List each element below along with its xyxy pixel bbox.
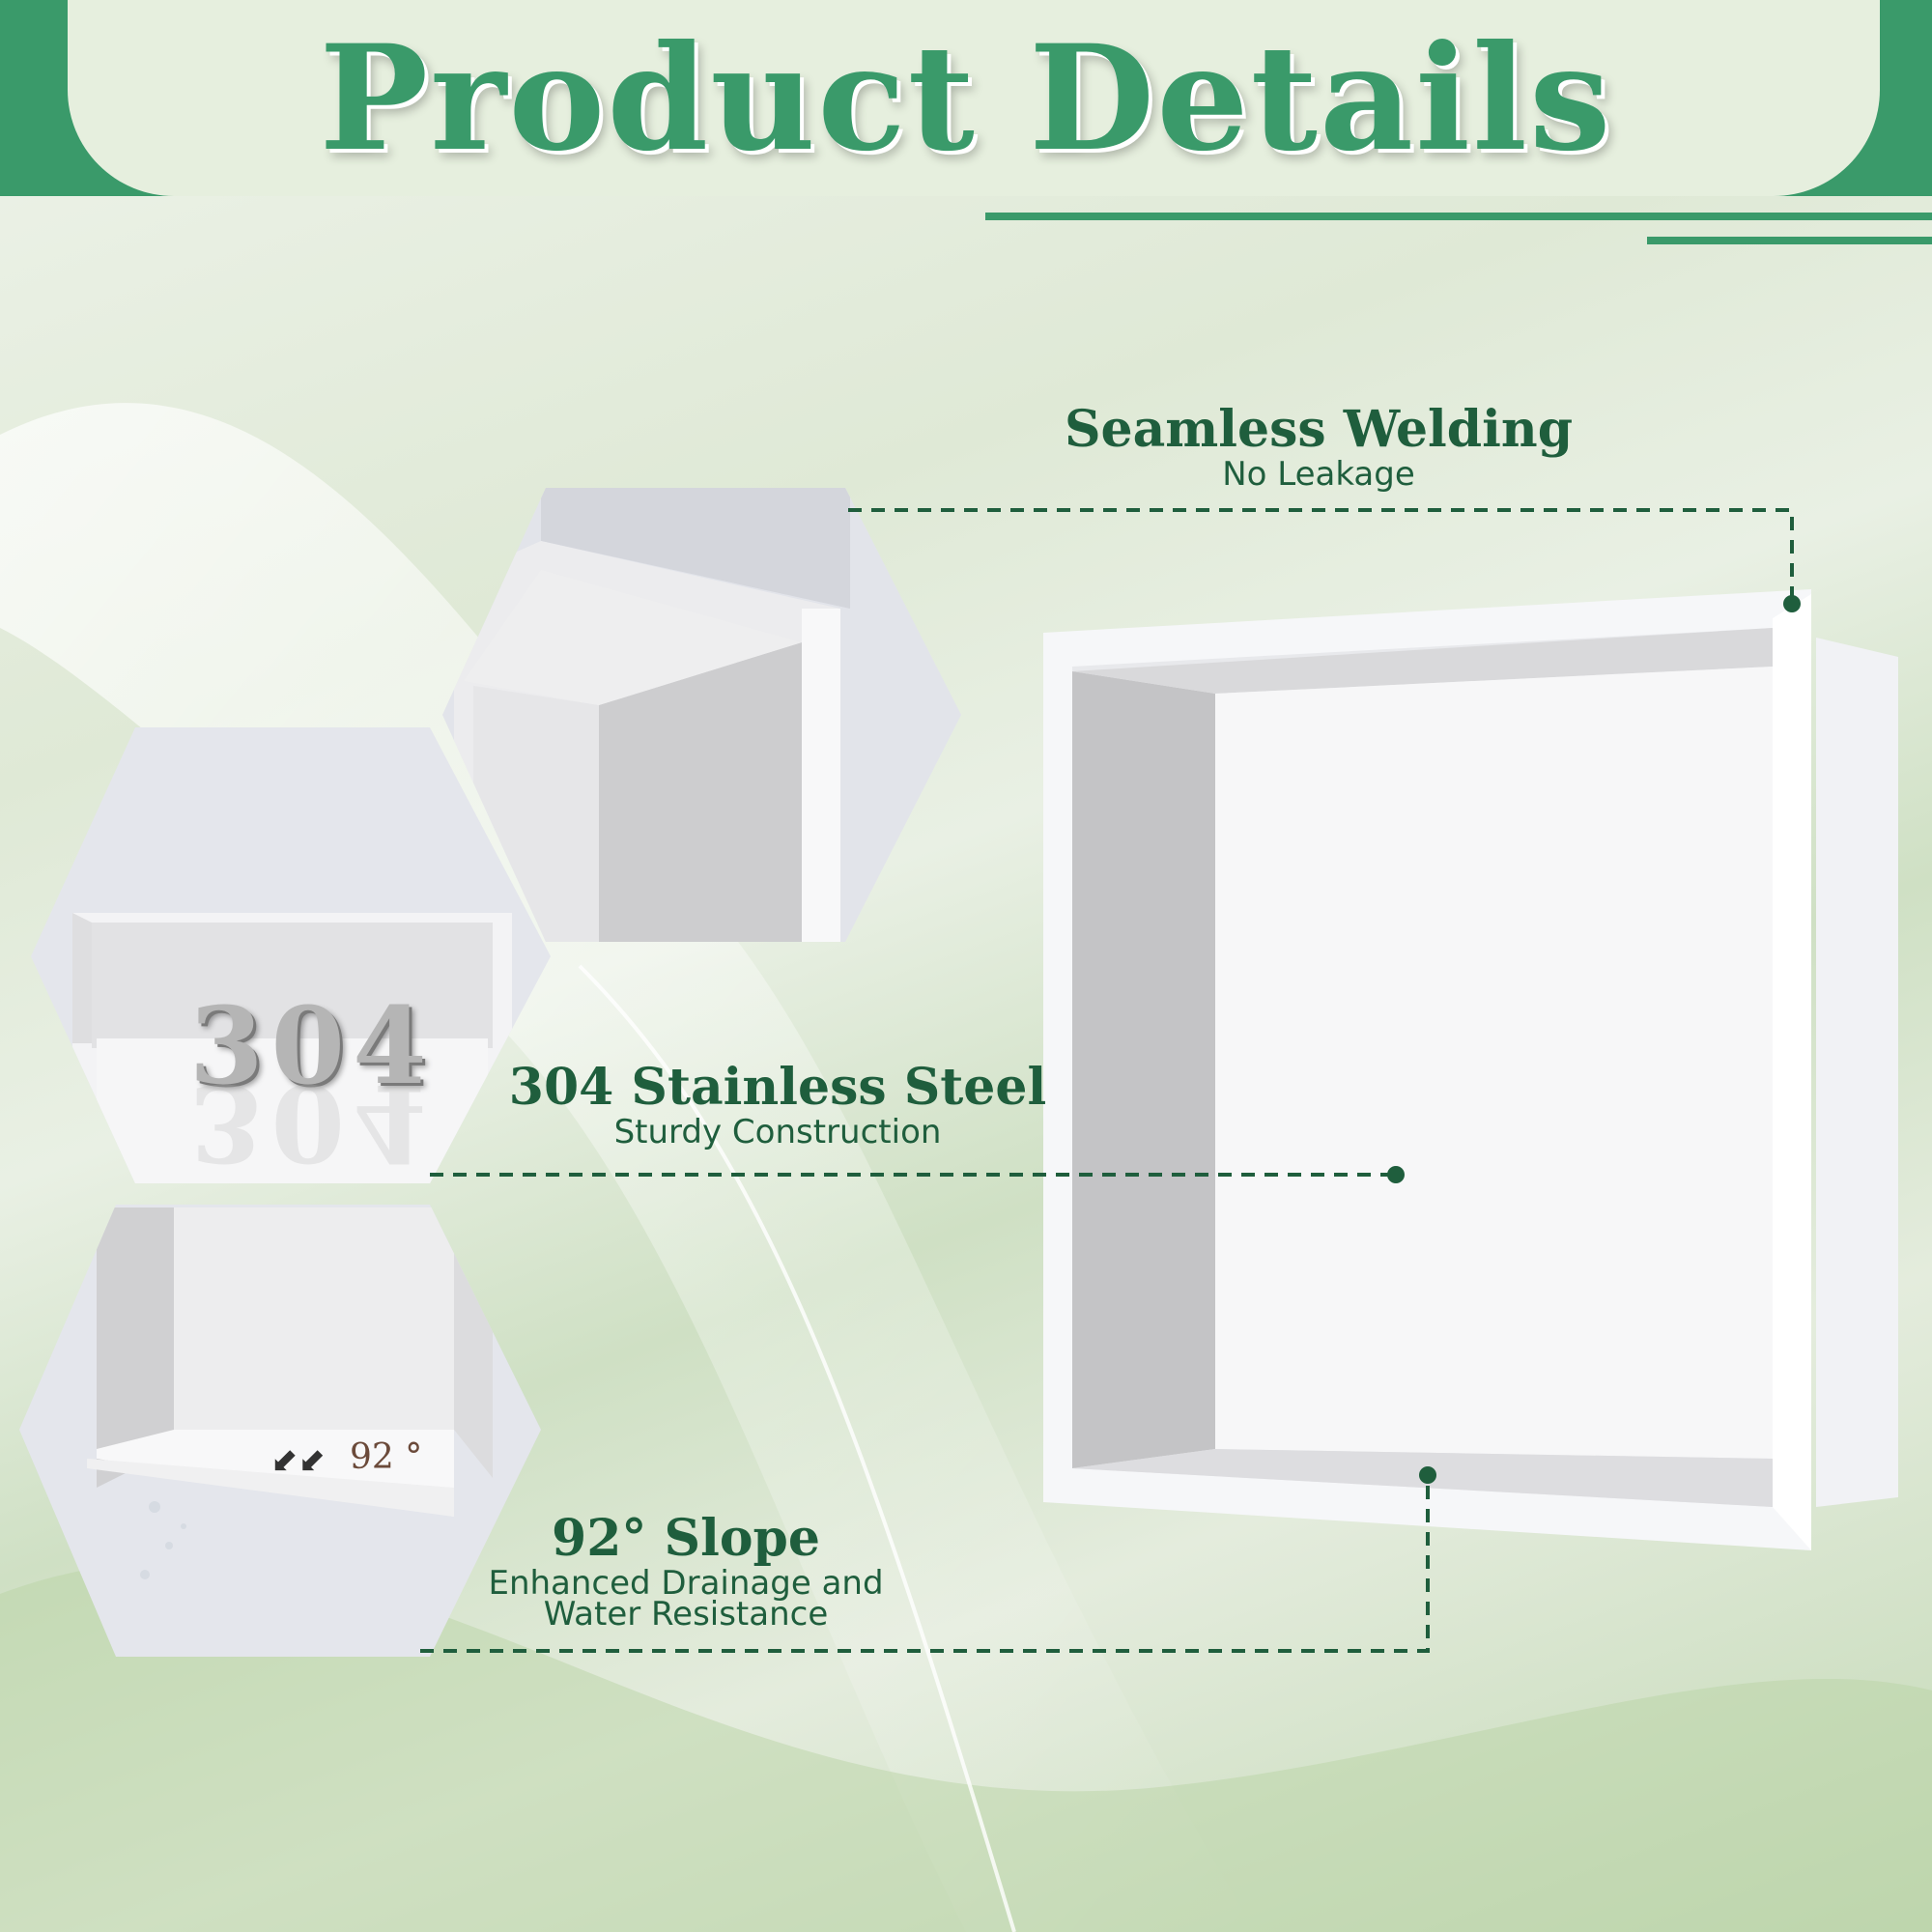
header-rule-short xyxy=(1647,237,1932,244)
leader-dot-welding xyxy=(1783,595,1801,612)
callout-heading: Seamless Welding xyxy=(1064,400,1574,459)
callout-stainless-steel: 304 Stainless Steel Sturdy Construction xyxy=(483,1058,1072,1151)
hexagon-welding-detail xyxy=(442,488,961,942)
callout-seamless-welding: Seamless Welding No Leakage xyxy=(1043,400,1594,494)
leader-dot-slope xyxy=(1419,1466,1436,1484)
leader-lines xyxy=(420,508,1794,1653)
leader-line-welding xyxy=(848,508,1794,604)
callout-heading: 92° Slope xyxy=(552,1509,820,1568)
material-mark-reflection: 304 xyxy=(189,1061,435,1185)
hexagon-304-detail xyxy=(31,727,551,1183)
callout-heading: 304 Stainless Steel xyxy=(508,1058,1047,1117)
page-title: Product Details xyxy=(319,14,1613,184)
callout-subtext: No Leakage xyxy=(1222,455,1415,494)
leader-line-slope xyxy=(420,1475,1430,1653)
callout-slope: 92° Slope Enhanced Drainage and Water Re… xyxy=(454,1509,918,1634)
callout-subtext-line2: Water Resistance xyxy=(543,1595,829,1634)
shower-niche-image xyxy=(1043,589,1898,1550)
callout-subtext: Sturdy Construction xyxy=(613,1113,942,1151)
header-rule-long xyxy=(985,213,1932,220)
header-pill xyxy=(68,0,1880,196)
hexagon-slope-detail xyxy=(19,1205,541,1657)
double-arrow-icon: ⬋⬋ xyxy=(270,1441,326,1480)
material-mark: 304 xyxy=(189,983,435,1108)
callout-subtext-line1: Enhanced Drainage and xyxy=(488,1564,884,1603)
leader-dot-steel xyxy=(1387,1166,1405,1183)
slope-mark: 92 ° xyxy=(350,1437,423,1477)
